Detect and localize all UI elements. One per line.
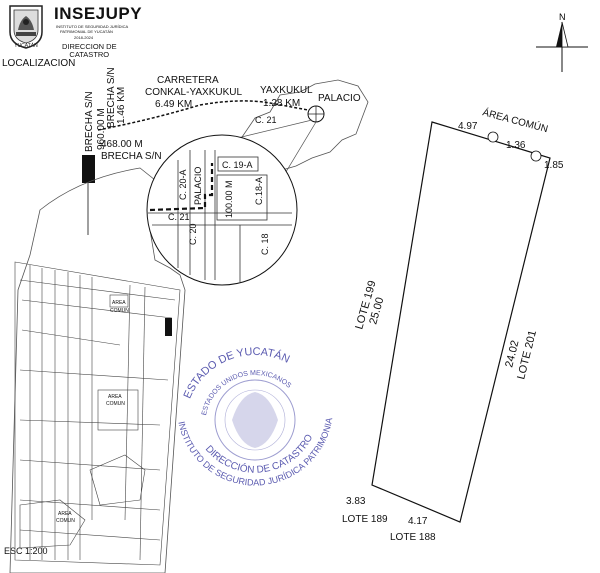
street-c21: C. 21 [255, 115, 277, 125]
subject-lot-marker [165, 318, 172, 336]
brecha-1-distance: 960.00 M [96, 108, 107, 150]
department-line-2: CATASTRO [69, 49, 110, 59]
lot-bottom-left-neighbor: LOTE 189 [342, 514, 388, 525]
corner-marker-1 [487, 131, 499, 143]
area-comun-1-line1: AREA [112, 300, 126, 306]
inset-detail [146, 134, 298, 286]
north-label: N [559, 12, 566, 22]
agency-subtitle-2: PATRIMONIAL DE YUCATÁN [60, 29, 113, 34]
area-comun-1-line2: COMUN [110, 308, 129, 314]
lot-dim-top-left: 4.97 [458, 121, 478, 132]
brecha-block [82, 155, 95, 183]
brecha-2: BRECHA S/N [106, 67, 117, 128]
inset-street-c18: C. 18 [260, 233, 270, 255]
brecha-3-distance: 468.00 M [101, 139, 143, 150]
corner-marker-2 [530, 150, 542, 162]
road-distance: 6.49 KM [155, 99, 192, 110]
seal-top-text: ESTADO DE YUCATÁN [182, 346, 292, 401]
road-name-line2: CONKAL-YAXKUKUL [145, 87, 243, 98]
lot-bottom-left-dim: 3.83 [346, 496, 366, 507]
department-name: DIRECCION DE CATASTRO [62, 43, 117, 59]
agency-title: INSEJUPY [54, 4, 143, 23]
lot-bottom-right-dim: 4.17 [408, 516, 428, 527]
agency-subtitle-1: INSTITUTO DE SEGURIDAD JURÍDICA [56, 24, 129, 29]
area-comun-2-line1: AREA [108, 394, 122, 400]
yucatan-crest-icon [9, 5, 43, 49]
inset-street-c21: C. 21 [168, 212, 190, 222]
brecha-3: BRECHA S/N [101, 151, 162, 162]
inset-distance: 100.00 M [224, 180, 234, 218]
palacio-label: PALACIO [318, 93, 361, 104]
area-comun-3-line1: AREA [58, 511, 72, 517]
inset-street-c20: C. 20 [188, 223, 198, 245]
lot-dim-top-right: 1.85 [544, 160, 564, 171]
subdivision-grid [14, 261, 181, 566]
svg-text:ESTADO DE YUCATÁN: ESTADO DE YUCATÁN [182, 346, 292, 401]
town-name: YAXKUKUL [260, 85, 313, 96]
north-arrow-icon: N [536, 12, 588, 72]
road-name-line1: CARRETERA [157, 75, 219, 86]
brecha-2-distance: 1.46 KM [116, 87, 127, 124]
lot-polygon [371, 121, 551, 523]
inset-street-c20a: C. 20-A [178, 169, 188, 200]
brecha-1: BRECHA S/N [84, 91, 95, 152]
area-comun-3-line2: COMUN [56, 518, 75, 524]
lot-right-neighbor: LOTE 201 [515, 329, 539, 381]
crest-caption: YUCATÁN [14, 43, 38, 49]
inset-street-c18a: C.18-A [254, 177, 264, 205]
location-heading: LOCALIZACION [2, 58, 76, 69]
lot-area-comun: ÁREA COMÚN [481, 105, 549, 135]
lot-bottom-right-neighbor: LOTE 188 [390, 532, 436, 543]
highway-line [97, 100, 309, 131]
town-distance: 1.28 KM [263, 98, 300, 109]
lot-dim-top-mid: 1.36 [506, 140, 526, 151]
area-comun-2-line2: COMUN [106, 401, 125, 407]
scale-label: ESC 1:200 [4, 546, 48, 556]
inset-palacio: PALACIO [193, 167, 203, 205]
department-line-1: DIRECCION DE [62, 42, 117, 51]
inset-street-c19a: C. 19-A [222, 160, 253, 170]
agency-subtitle-3: 2018-2024 [74, 35, 94, 40]
